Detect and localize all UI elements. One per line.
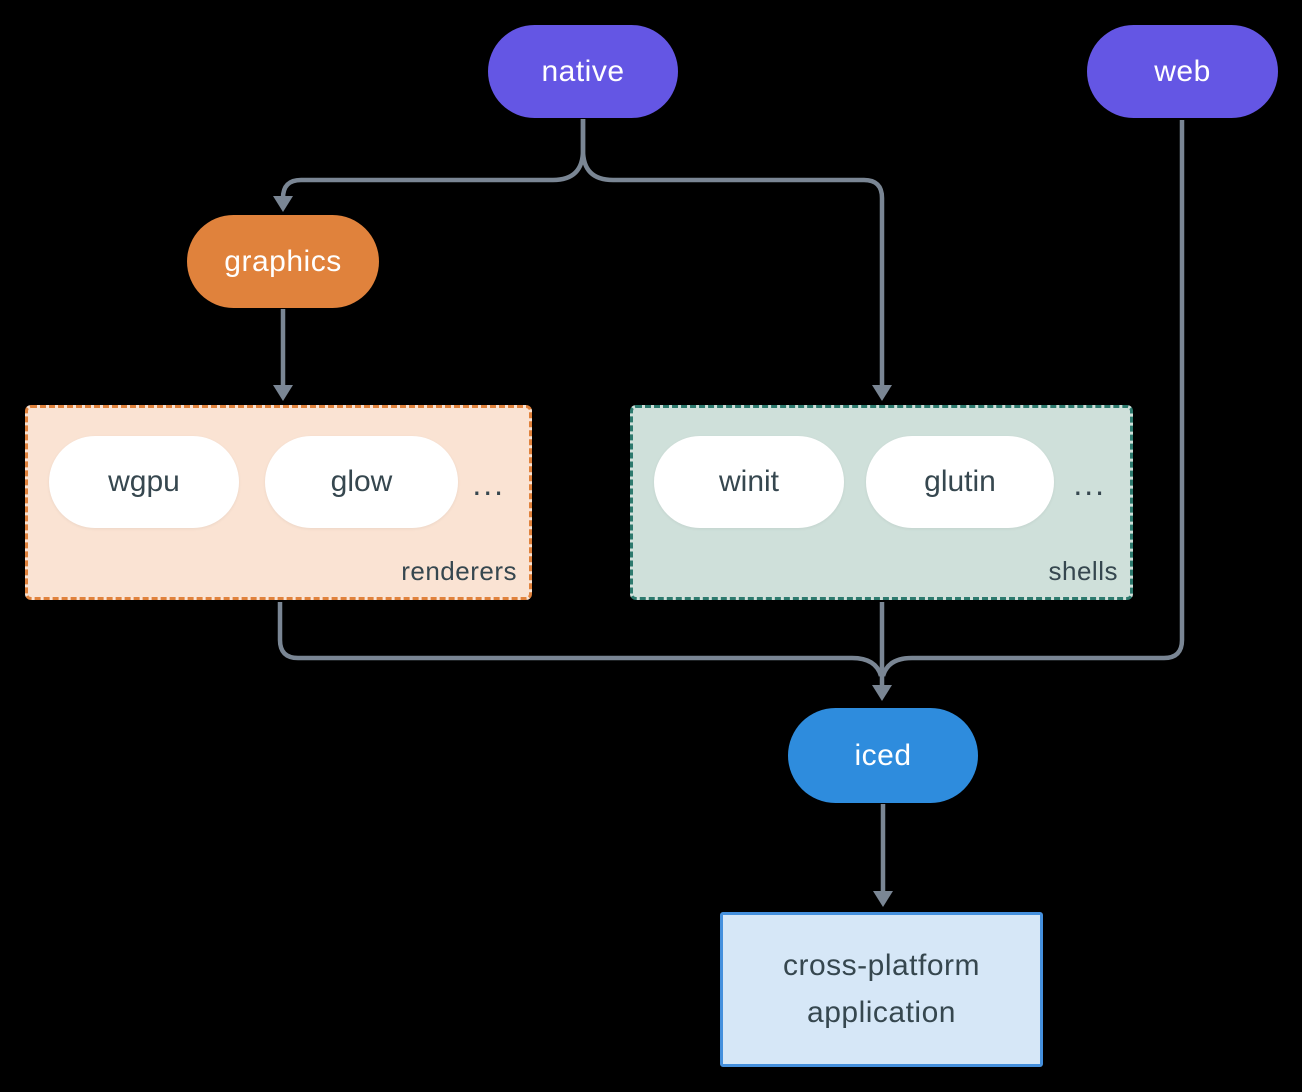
arrowhead-shells: [872, 385, 892, 401]
node-wgpu-label: wgpu: [108, 465, 180, 498]
node-iced: iced: [788, 708, 978, 803]
node-native-label: native: [541, 54, 625, 88]
node-native: native: [488, 25, 678, 118]
node-web-label: web: [1154, 54, 1211, 88]
edge-native-to-shells: [580, 119, 885, 387]
shells-group-label: shells: [1048, 556, 1118, 586]
node-glutin: glutin: [866, 436, 1054, 528]
app-label-line-2: application: [807, 995, 956, 1029]
edge-renderers-to-merge: [277, 602, 884, 677]
group-renderers: wgpu glow ... renderers: [25, 405, 532, 600]
app-label-line-1: cross-platform: [782, 949, 981, 982]
renderers-group-label: renderers: [401, 556, 517, 586]
node-glutin-label: glutin: [924, 465, 996, 498]
arrowhead-renderers: [273, 385, 293, 401]
node-graphics: graphics: [187, 215, 379, 308]
node-winit-label: winit: [718, 465, 779, 498]
node-wgpu: wgpu: [49, 436, 239, 528]
node-cross-platform-application: cross-platform application: [720, 912, 1043, 1067]
node-graphics-label: graphics: [224, 244, 342, 278]
node-glow: glow: [265, 436, 458, 528]
node-iced-label: iced: [854, 738, 912, 772]
group-shells: winit glutin ... shells: [630, 405, 1133, 600]
arrowhead-graphics: [273, 196, 293, 212]
node-winit: winit: [654, 436, 844, 528]
arrowhead-app: [873, 891, 893, 907]
shells-ellipsis: ...: [1073, 466, 1106, 502]
edge-native-to-graphics: [280, 119, 586, 199]
node-web: web: [1087, 25, 1278, 118]
arrowhead-iced: [872, 685, 892, 701]
renderers-ellipsis: ...: [472, 466, 505, 502]
node-glow-label: glow: [330, 465, 393, 498]
